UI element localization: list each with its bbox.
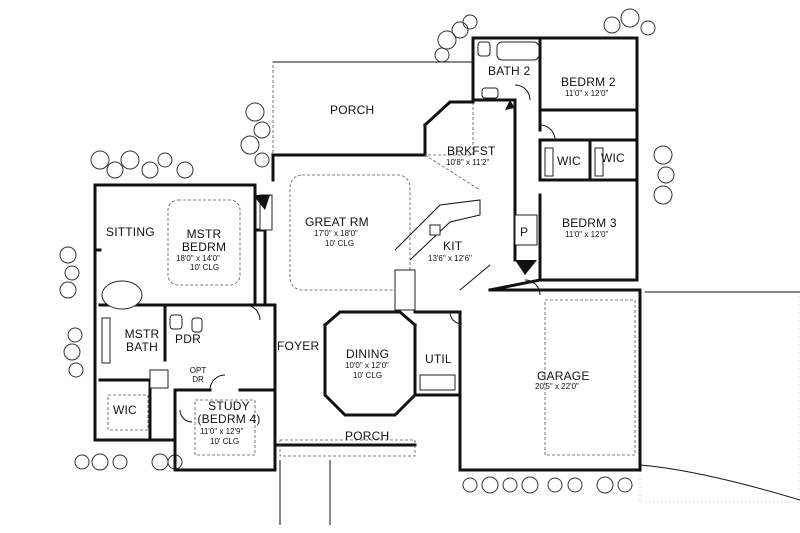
room-porch-front: PORCH [345, 429, 390, 443]
room-great-rm-name: GREAT RM [305, 215, 369, 229]
room-bath2: BATH 2 [488, 64, 531, 78]
room-brkfst-name: BRKFST [447, 144, 496, 158]
room-mstr-bedrm-name: MSTR BEDRM [181, 227, 227, 255]
room-study-dims: 11'0" x 12'9" [200, 427, 244, 436]
room-garage-name: GARAGE [537, 369, 590, 383]
room-sitting: SITTING [106, 225, 155, 239]
interior-lines [101, 41, 636, 525]
doors [179, 84, 556, 423]
room-bedrm3-name: BEDRM 3 [562, 216, 617, 230]
room-util: UTIL [425, 352, 452, 366]
room-pantry: P [520, 225, 529, 239]
room-kit-dims: 13'6" x 12'6" [428, 254, 472, 263]
room-dining-ceiling: 10' CLG [353, 371, 383, 380]
room-study-name: STUDY (BEDRM 4) [197, 399, 261, 427]
walls [93, 36, 642, 472]
room-foyer: FOYER [277, 339, 320, 353]
room-mstr-bedrm-ceiling: 10' CLG [190, 263, 220, 272]
room-kit-name: KIT [443, 239, 463, 253]
room-bedrm3-dims: 11'0" x 12'0" [565, 230, 609, 239]
room-brkfst-dims: 10'8" x 11'2" [446, 158, 490, 167]
room-bedrm2-dims: 11'0" x 12'0" [565, 89, 609, 98]
room-mstr-bath: MSTR BATH [124, 327, 160, 355]
room-mstr-bedrm-dims: 18'0" x 14'0" [176, 254, 220, 263]
room-pdr: PDR [175, 332, 201, 346]
room-bedrm2-name: BEDRM 2 [561, 75, 616, 89]
room-great-rm-ceiling: 10' CLG [325, 239, 355, 248]
room-wic-a: WIC [557, 154, 581, 168]
room-wic-master: WIC [113, 403, 137, 417]
room-great-rm-dims: 17'0" x 18'0" [314, 229, 358, 238]
room-opt-dr: OPT DR [189, 366, 207, 384]
room-study-ceiling: 10' CLG [210, 437, 240, 446]
room-porch-back: PORCH [330, 103, 375, 117]
room-wic-b: WIC [601, 151, 625, 165]
room-garage-dims: 20'5" x 22'0" [535, 382, 579, 391]
room-dining-dims: 10'0" x 12'0" [345, 361, 389, 370]
room-dining-name: DINING [346, 347, 390, 361]
